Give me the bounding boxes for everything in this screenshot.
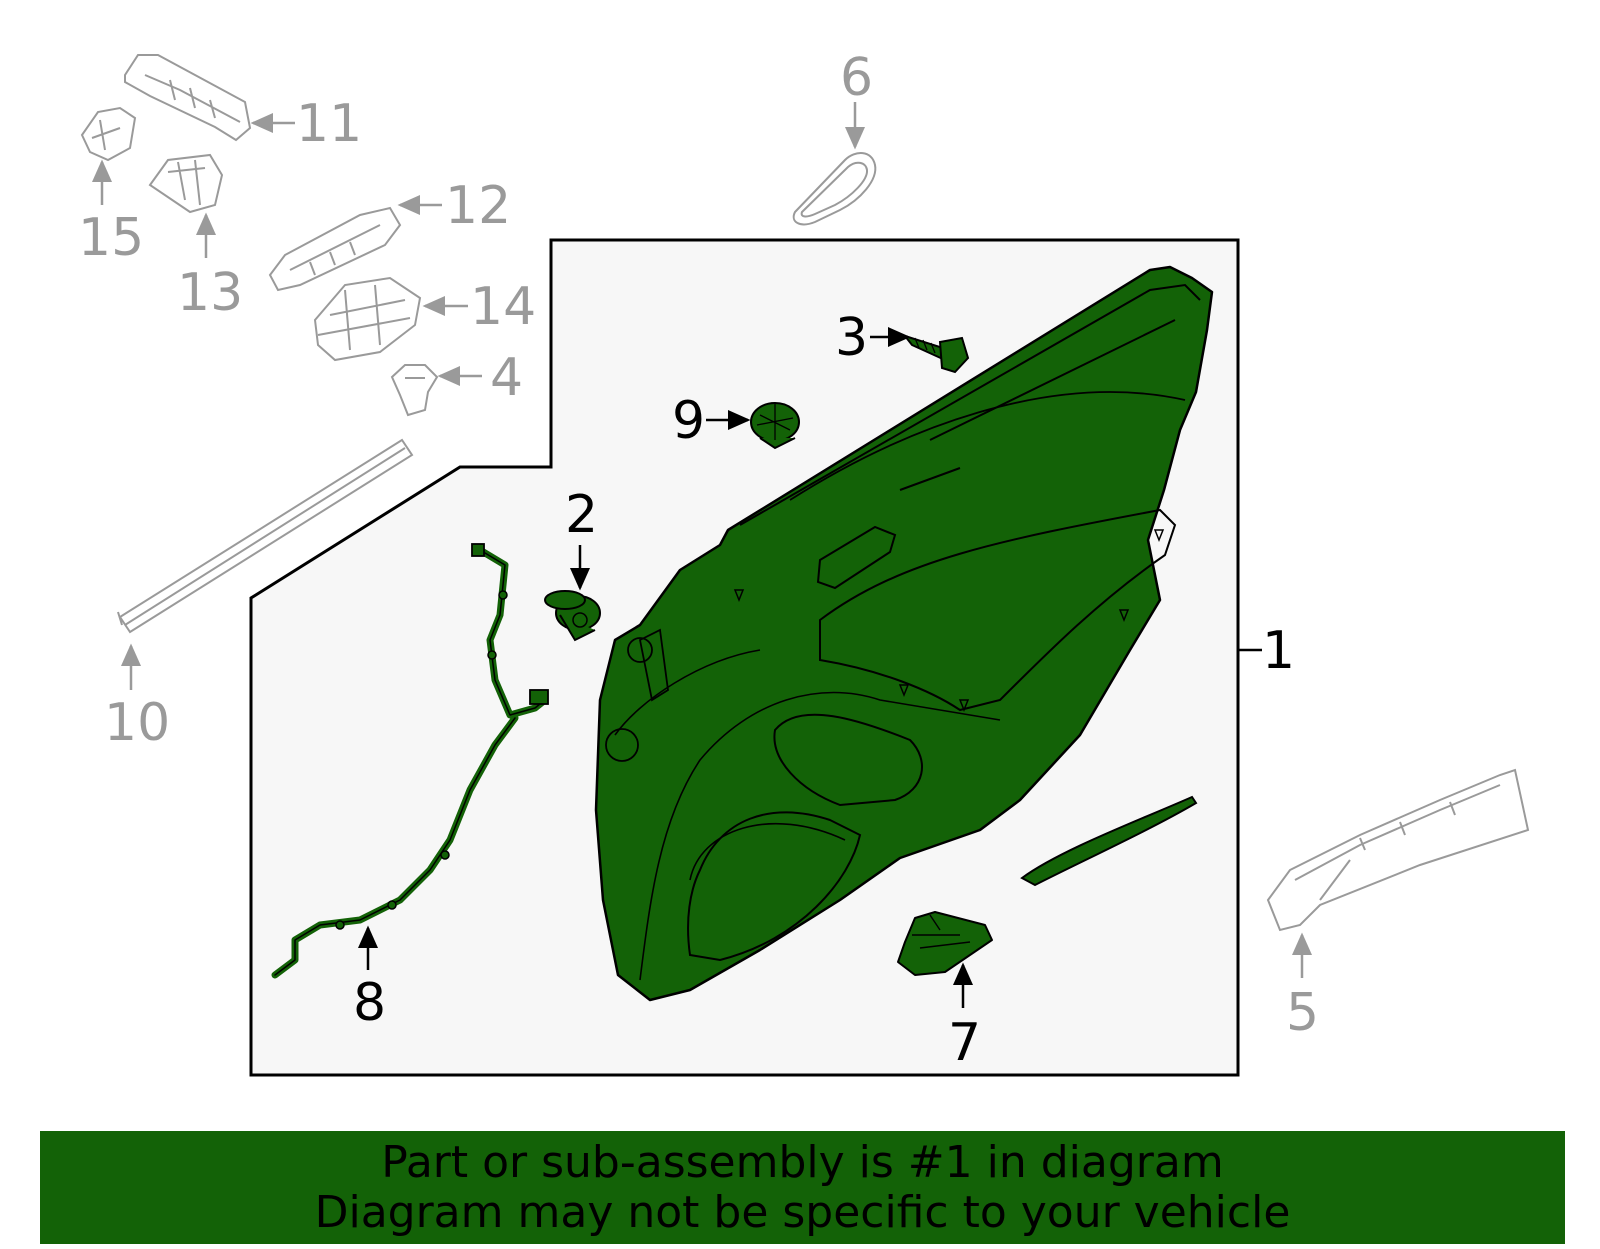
weatherstrip-part-10[interactable] <box>117 438 414 634</box>
callout-13[interactable]: 13 <box>177 263 243 323</box>
switch-part-15[interactable] <box>80 106 137 162</box>
control-module-part-14[interactable] <box>313 276 422 362</box>
switch-part-7[interactable] <box>897 911 993 976</box>
callout-7[interactable]: 7 <box>948 1013 981 1073</box>
callout-6[interactable]: 6 <box>840 48 873 108</box>
callout-4[interactable]: 4 <box>490 348 523 408</box>
callout-1[interactable]: 1 <box>1262 621 1295 681</box>
armrest-part-5[interactable] <box>1266 768 1530 932</box>
wiring-harness-part-8[interactable] <box>271 543 549 979</box>
callout-12[interactable]: 12 <box>445 176 511 236</box>
door-trim-panel-part-1[interactable] <box>594 265 1214 1002</box>
banner-line-2: Diagram may not be specific to your vehi… <box>314 1186 1291 1238</box>
callout-9[interactable]: 9 <box>672 391 705 451</box>
callout-14[interactable]: 14 <box>470 277 536 337</box>
callout-11[interactable]: 11 <box>296 94 362 154</box>
clip-part-2[interactable] <box>544 590 601 642</box>
notice-banner: Part or sub-assembly is #1 in diagram Di… <box>40 1131 1565 1244</box>
grommet-part-9[interactable] <box>750 402 800 450</box>
callout-2[interactable]: 2 <box>565 485 598 545</box>
callout-3[interactable]: 3 <box>835 308 868 368</box>
screw-part-3[interactable] <box>902 334 970 374</box>
bezel-part-12[interactable] <box>268 206 402 292</box>
callout-10[interactable]: 10 <box>104 693 170 753</box>
callout-5[interactable]: 5 <box>1286 983 1319 1043</box>
clip-part-4[interactable] <box>390 364 439 417</box>
switch-bezel-part-11[interactable] <box>124 54 252 142</box>
moulding-part-6[interactable] <box>792 152 877 226</box>
callout-15[interactable]: 15 <box>78 208 144 268</box>
switch-part-13[interactable] <box>148 153 224 214</box>
banner-line-1: Part or sub-assembly is #1 in diagram <box>381 1136 1224 1188</box>
callout-8[interactable]: 8 <box>353 973 386 1033</box>
trim-strip <box>1020 795 1198 887</box>
